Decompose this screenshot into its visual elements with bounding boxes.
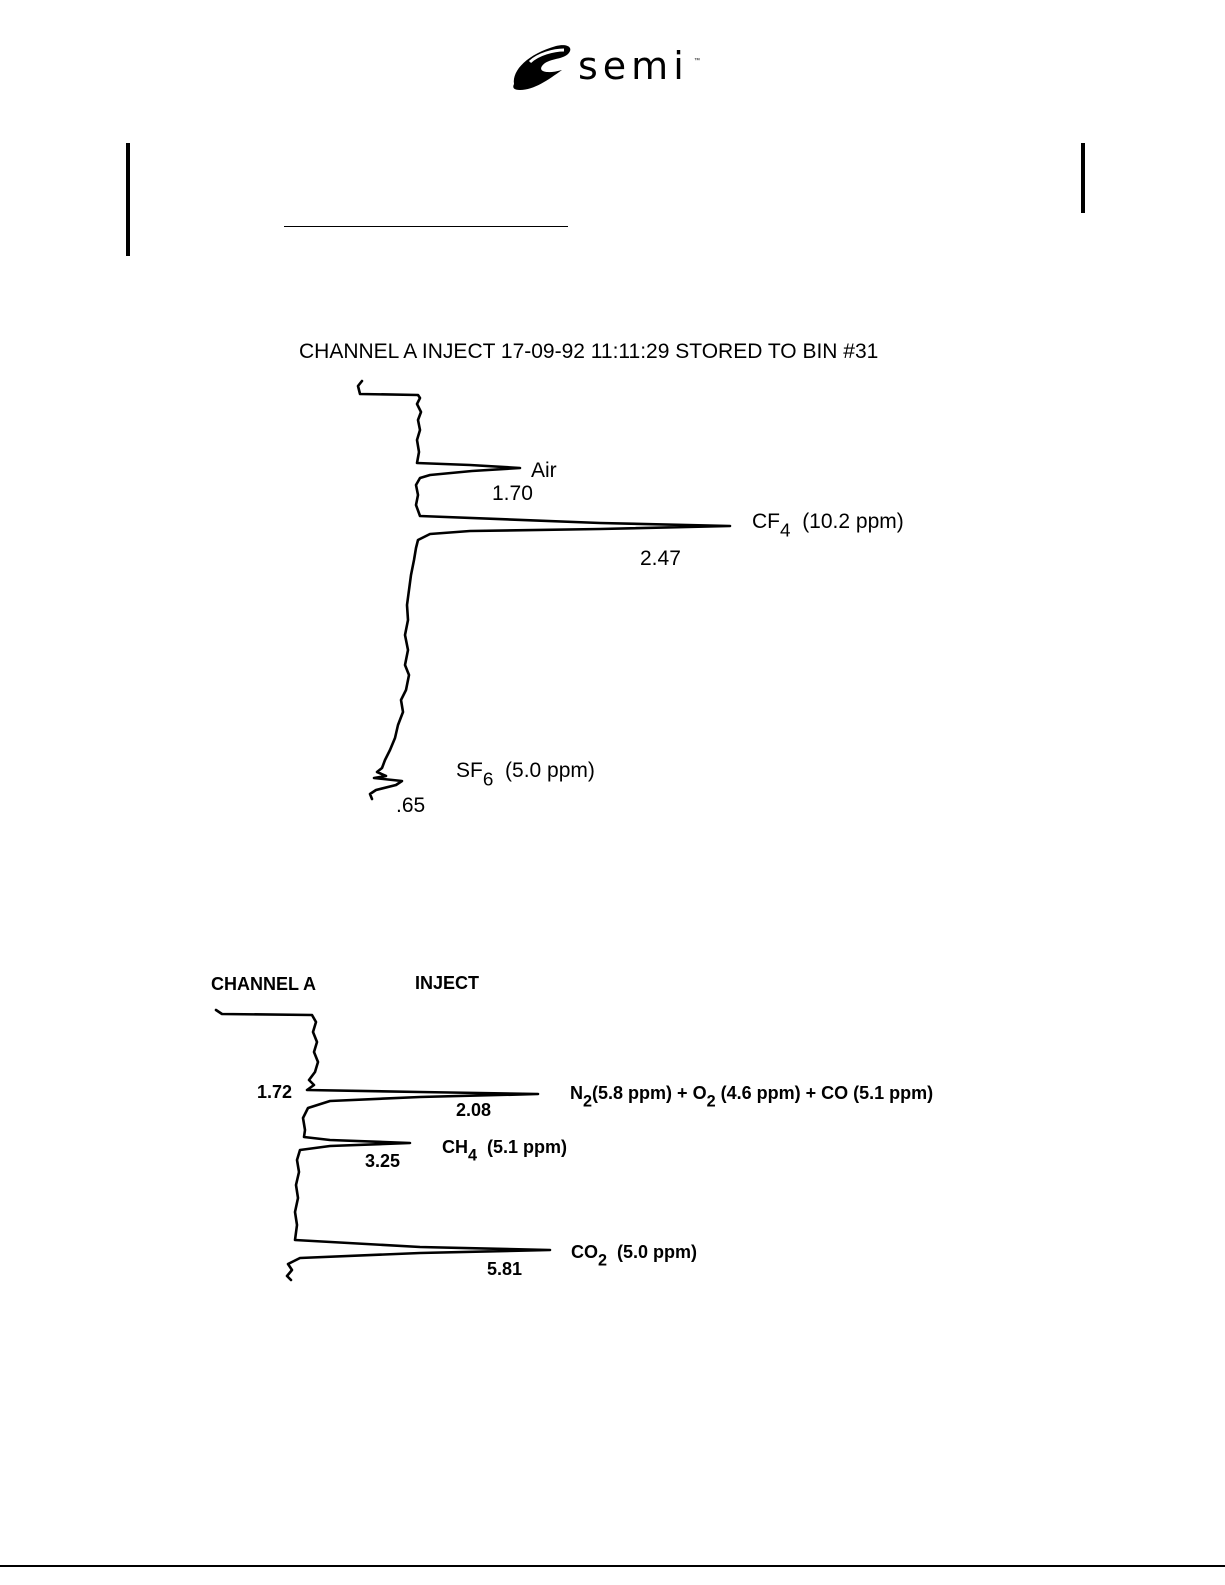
retention-time-ch4: 3.25 [365, 1151, 400, 1172]
start-time-label: 1.72 [257, 1082, 292, 1103]
retention-time-n2: 2.08 [456, 1100, 491, 1121]
concentration: (5.0 ppm) [617, 1242, 697, 1262]
footer-rule [0, 1565, 1225, 1567]
concentration: (5.1 ppm) [487, 1137, 567, 1157]
peak-label-ch4: CH4 (5.1 ppm) [442, 1137, 567, 1165]
peak-label-n2-o2-co: N2(5.8 ppm) + O2 (4.6 ppm) + CO (5.1 ppm… [570, 1083, 933, 1111]
retention-time-co2: 5.81 [487, 1259, 522, 1280]
peak-label-co2: CO2 (5.0 ppm) [571, 1242, 697, 1270]
